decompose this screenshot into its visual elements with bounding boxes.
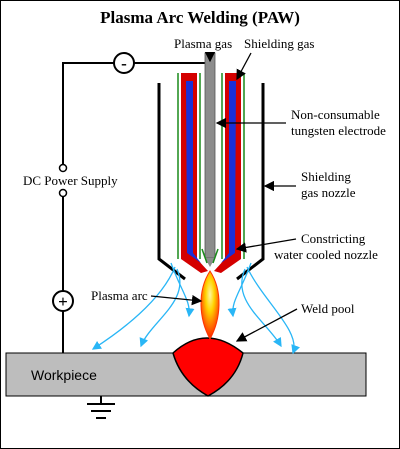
diagram-title: Plasma Arc Welding (PAW): [100, 8, 300, 27]
shielding-gas-nozzle: [157, 83, 265, 281]
constricting-label-line2: water cooled nozzle: [274, 247, 378, 262]
negative-terminal-icon: -: [113, 52, 135, 74]
weld-pool: [172, 337, 244, 397]
workpiece-label: Workpiece: [31, 367, 97, 383]
circuit-wiring: [58, 62, 207, 419]
gas-flow-arrows: [201, 248, 219, 264]
electrode-label-line1: Non-consumable: [291, 107, 380, 122]
plasma-arc: [200, 270, 220, 341]
plasma-gas-label: Plasma gas: [174, 36, 232, 51]
electrode-label-line2: tungsten electrode: [291, 123, 386, 138]
shielding-gas-flow: [91, 262, 300, 355]
positive-terminal-icon: +: [52, 290, 74, 312]
weld-pool-label: Weld pool: [301, 301, 355, 316]
tungsten-electrode: [204, 52, 216, 259]
plasma-arc-label: Plasma arc: [91, 288, 148, 303]
shield-nozzle-label-line1: Shielding: [301, 169, 351, 184]
leader-arrows: [150, 51, 298, 342]
shield-nozzle-label-line2: gas nozzle: [301, 185, 356, 200]
svg-text:-: -: [121, 54, 127, 73]
power-supply-label: DC Power Supply: [23, 173, 118, 188]
svg-text:+: +: [58, 292, 68, 311]
constricting-label-line1: Constricting: [301, 231, 366, 246]
gas-channel-lines: [177, 73, 245, 259]
shielding-gas-label: Shielding gas: [244, 36, 314, 51]
